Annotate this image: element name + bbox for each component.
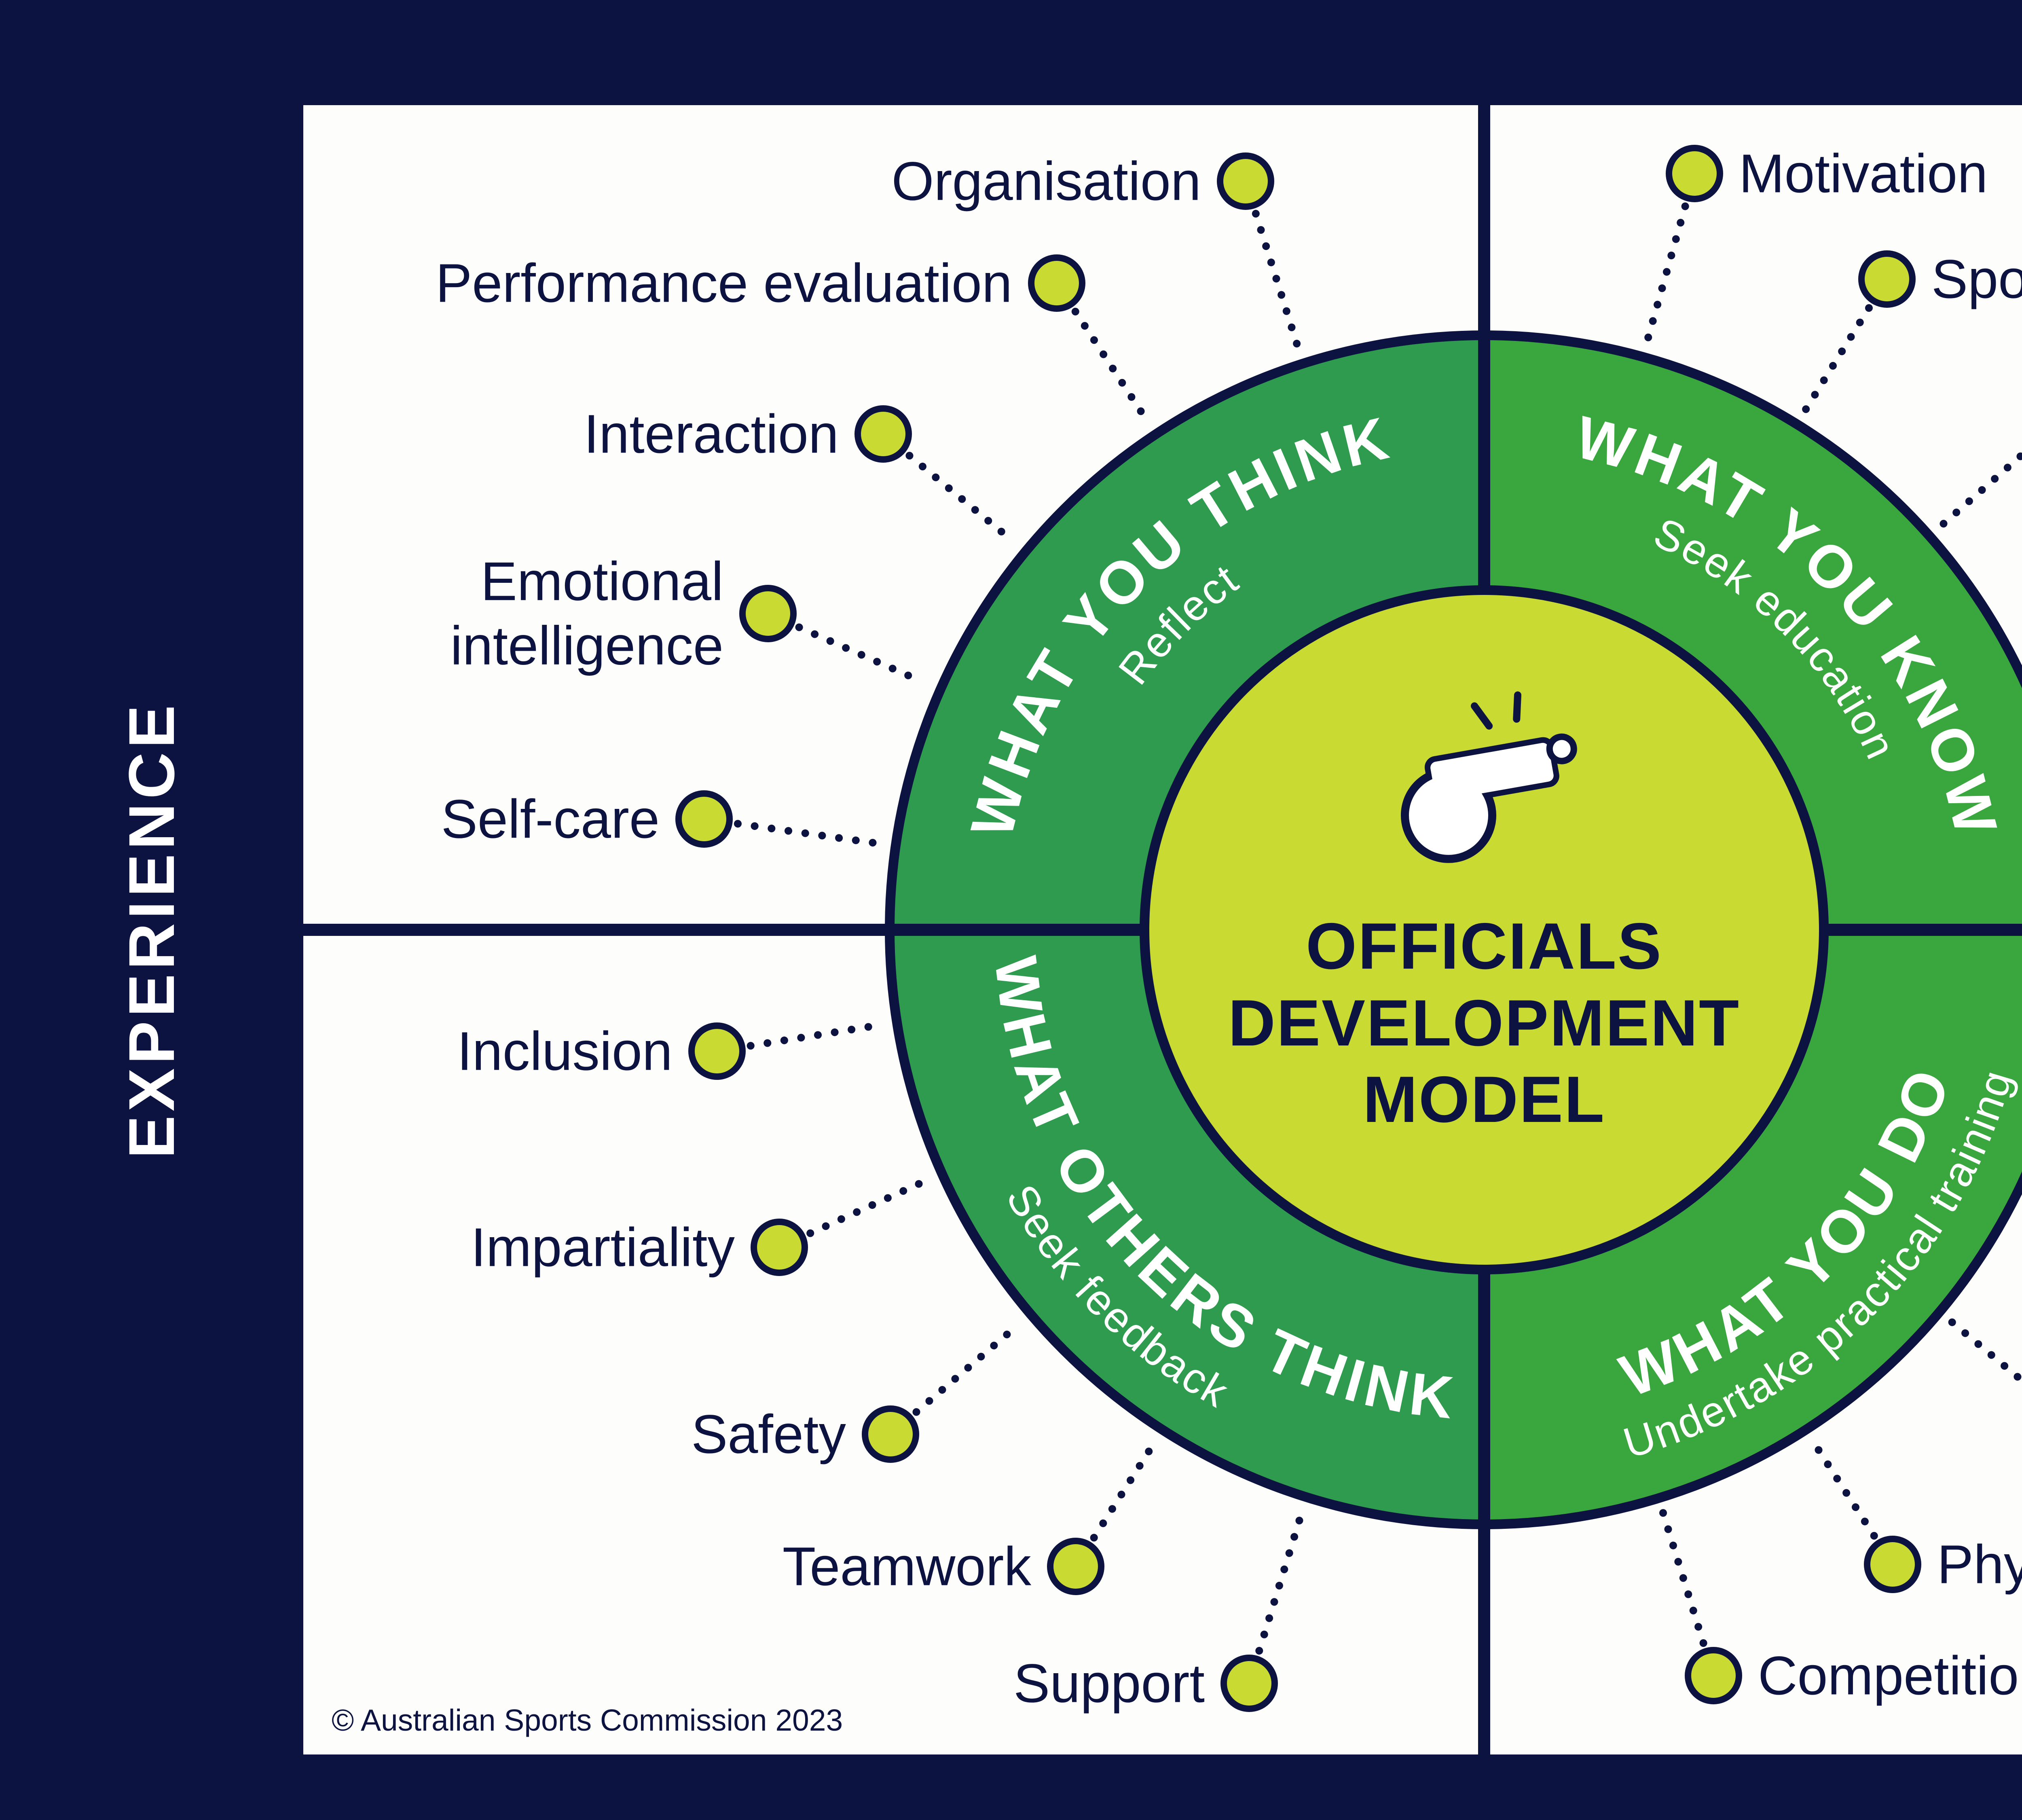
item-dot-physical-mental-preparation	[1864, 1536, 1921, 1593]
item-label-performance-evaluation: Performance evaluation	[436, 252, 1012, 314]
connector-teamwork	[1072, 1440, 1157, 1570]
item-label-emotional-intelligence: Emotional intelligence	[450, 550, 723, 676]
connector-physical-mental-preparation	[1809, 1438, 1897, 1568]
item-dot-teamwork	[1047, 1538, 1104, 1595]
connector-impartiality	[775, 1177, 929, 1251]
whistle-icon	[1401, 691, 1577, 863]
item-label-self-care: Self-care	[441, 788, 660, 850]
connector-performance-evaluation	[1053, 279, 1150, 423]
item-dot-sports	[1858, 250, 1916, 308]
item-label-organisation: Organisation	[891, 150, 1201, 212]
connector-knowledge-application	[1946, 1316, 2022, 1386]
item-dot-support	[1220, 1655, 1278, 1712]
item-dot-interaction	[854, 405, 912, 463]
ring-sector-what-others-think	[890, 930, 1484, 1524]
connector-organisation	[1242, 177, 1302, 351]
item-label-teamwork: Teamwork	[782, 1536, 1031, 1597]
center-title-line-3: MODEL	[1363, 1063, 1605, 1136]
item-label-support: Support	[1013, 1653, 1205, 1714]
connector-inclusion	[713, 1021, 882, 1055]
ring-sector-what-you-do	[1484, 930, 2022, 1524]
connector-competition-management	[1659, 1508, 1717, 1680]
center-circle	[1140, 585, 1829, 1274]
center-title-line-1: OFFICIALS	[1306, 910, 1662, 983]
connector-self-care	[700, 815, 881, 847]
ring-outer-outline	[885, 330, 2022, 1529]
connector-interaction	[879, 430, 1015, 544]
center-title-line-2: DEVELOPMENT	[1228, 986, 1741, 1060]
item-label-physical-mental-preparation: Physical & mental preparation	[1937, 1534, 2022, 1595]
item-dot-inclusion	[688, 1022, 746, 1080]
item-dot-performance-evaluation	[1028, 254, 1085, 312]
item-dot-safety	[862, 1405, 919, 1463]
item-dot-competition-management	[1685, 1647, 1742, 1704]
connector-safety	[886, 1322, 1021, 1438]
item-label-motivation: Motivation	[1739, 143, 1988, 204]
item-label-competition-management: Competition management	[1758, 1645, 2022, 1706]
item-label-inclusion: Inclusion	[457, 1020, 673, 1082]
item-label-sports: Sports	[1931, 248, 2022, 310]
item-dot-organisation	[1217, 152, 1274, 210]
item-label-impartiality: Impartiality	[471, 1217, 735, 1278]
item-dot-motivation	[1666, 145, 1723, 202]
ring-sector-what-you-think	[890, 335, 1484, 930]
item-dot-impartiality	[751, 1219, 808, 1276]
connector-emotional-intelligence	[764, 609, 927, 686]
ring-sector-what-you-know	[1484, 335, 2022, 930]
copyright-text: © Australian Sports Commission 2023	[332, 1703, 843, 1737]
item-dots	[675, 145, 1921, 1712]
item-dot-emotional-intelligence	[739, 585, 797, 642]
item-dot-self-care	[675, 790, 733, 848]
connector-lines	[700, 169, 2022, 1687]
center-title: OFFICIALS DEVELOPMENT MODEL	[1120, 908, 1848, 1138]
item-label-interaction: Interaction	[584, 403, 839, 465]
item-label-safety: Safety	[691, 1403, 846, 1465]
connector-motivation	[1643, 169, 1698, 345]
